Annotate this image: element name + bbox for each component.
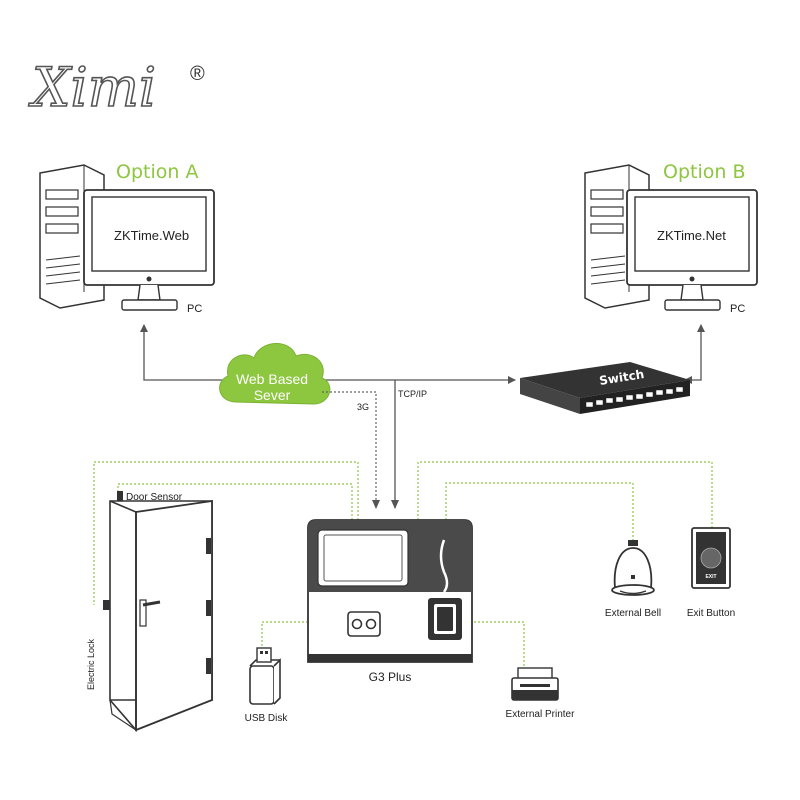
camera-icon <box>347 611 381 637</box>
option-b-pc-label: PC <box>730 303 745 315</box>
pc-a-connection <box>140 324 230 381</box>
cloud-icon <box>219 343 331 405</box>
option-b-software-text: ZKTime.Net <box>657 228 726 243</box>
exit-button-device: EXIT Exit Button <box>687 527 735 619</box>
g3-plus-terminal: G3 Plus <box>307 519 473 684</box>
switch-ports <box>585 386 684 408</box>
exit-button-label: Exit Button <box>687 608 735 619</box>
cloud-line-1: Web Based <box>236 371 308 387</box>
exit-button-icon: EXIT <box>691 527 731 589</box>
peripheral-wiring <box>93 461 713 670</box>
exit-button-text: EXIT <box>705 574 716 580</box>
cloud-to-switch-connection <box>300 376 516 384</box>
monitor-icon <box>83 189 215 311</box>
usb-icon <box>249 647 281 705</box>
pc-b-connection <box>684 324 705 384</box>
door-handle-icon <box>139 599 161 627</box>
brand-logo: Ximi ® <box>27 55 205 120</box>
light-bar-icon <box>439 539 449 593</box>
usb-disk: USB Disk <box>245 647 289 724</box>
printer-label: External Printer <box>506 709 576 720</box>
cloud-line-2: Sever <box>254 387 291 403</box>
network-switch: Switch <box>520 308 690 414</box>
bell-label: External Bell <box>605 608 661 619</box>
option-a-pc-label: PC <box>187 303 202 315</box>
web-server-cloud: Web Based Sever <box>219 343 331 405</box>
terminal-label: G3 Plus <box>369 670 412 684</box>
electric-lock-label: Electric Lock <box>86 638 96 690</box>
tcpip-label: TCP/IP <box>398 389 427 399</box>
external-printer: External Printer <box>506 667 576 720</box>
electric-lock-icon <box>103 600 110 610</box>
pc-option-a: Option A ZKTime.Web PC <box>39 161 215 315</box>
option-a-software-text: ZKTime.Web <box>114 228 189 243</box>
logo-text: Ximi <box>28 56 156 119</box>
door: Door Sensor Electric Lock <box>86 491 213 733</box>
monitor-icon <box>626 189 758 311</box>
usb-label: USB Disk <box>245 713 289 724</box>
tcpip-link: TCP/IP <box>391 380 427 509</box>
3g-label: 3G <box>357 402 369 412</box>
pc-option-b: Option B ZKTime.Net PC <box>584 161 758 315</box>
door-sensor-label: Door Sensor <box>126 492 183 503</box>
option-b-label: Option B <box>663 161 746 183</box>
option-a-label: Option A <box>116 161 198 183</box>
3g-link: 3G <box>322 391 380 509</box>
fingerprint-scanner-icon <box>428 598 462 640</box>
switch-label: Switch <box>598 367 645 388</box>
door-sensor-icon <box>117 491 123 501</box>
printer-icon <box>511 667 559 701</box>
registered-mark: ® <box>190 63 205 85</box>
external-bell: External Bell <box>605 540 661 619</box>
bell-icon <box>611 540 655 596</box>
